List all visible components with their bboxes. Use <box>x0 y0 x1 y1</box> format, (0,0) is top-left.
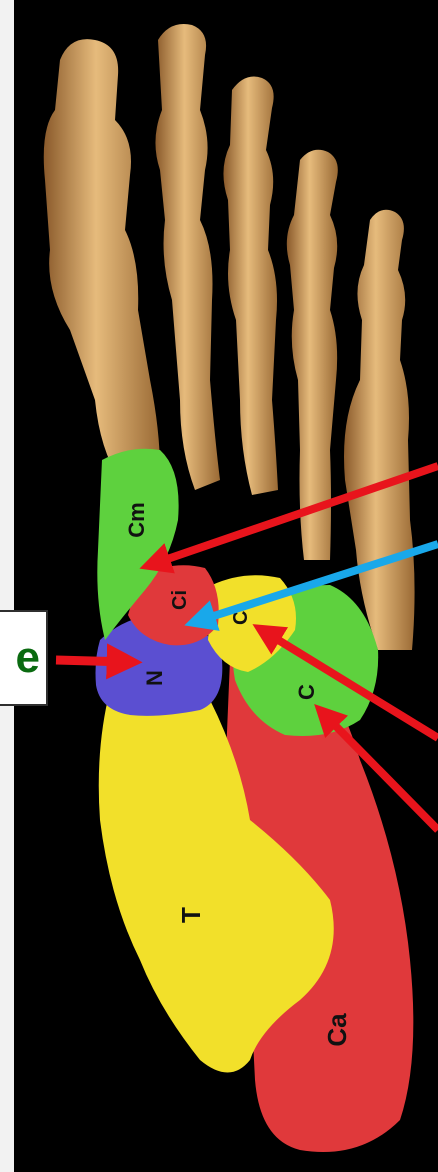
talus-label: T <box>176 907 206 923</box>
cuboid-label: C <box>294 684 319 700</box>
arrow-navicular <box>56 660 130 662</box>
calcaneus-label: Ca <box>322 1013 352 1047</box>
intermediate-cuneiform-label: Ci <box>169 590 191 610</box>
navicular-label: N <box>142 670 167 686</box>
medial-cuneiform-label: Cm <box>124 502 149 537</box>
partial-label-box: e <box>0 610 48 706</box>
partial-label-text: e <box>16 636 40 680</box>
